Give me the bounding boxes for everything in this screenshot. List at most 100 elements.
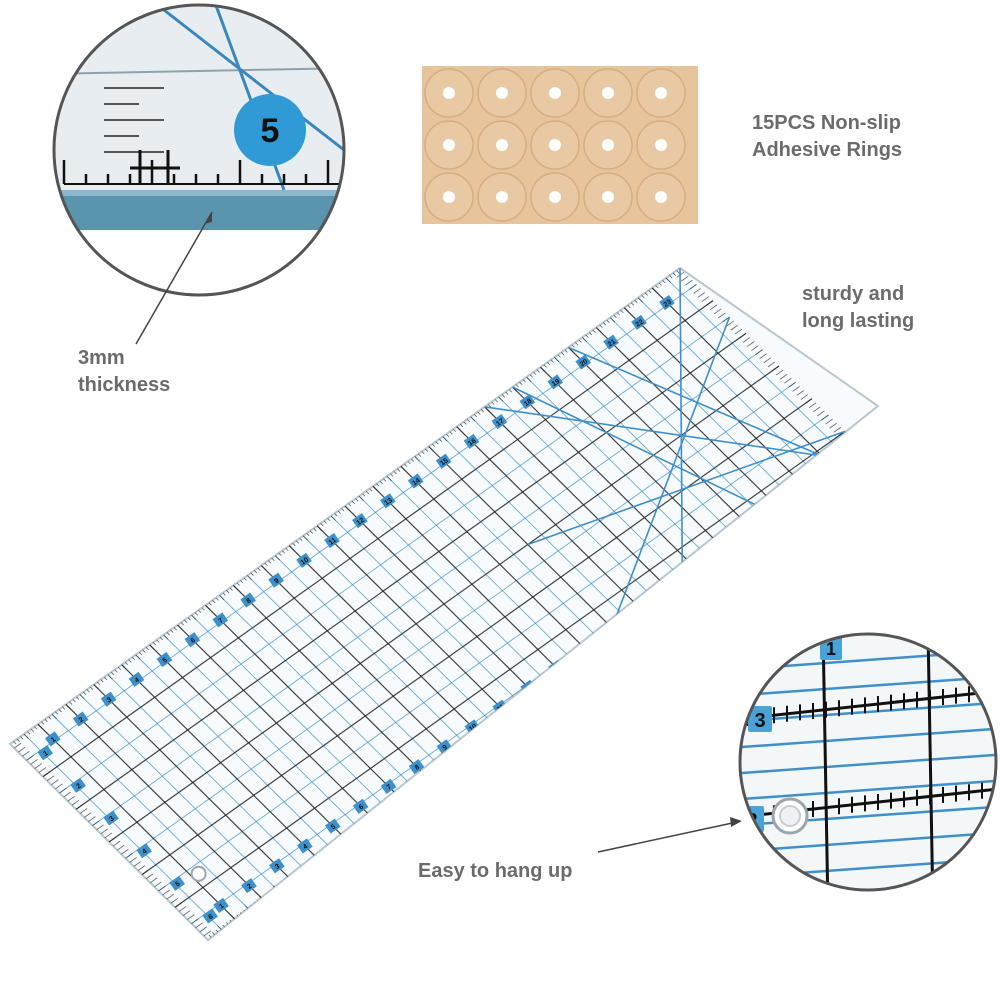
- adhesive-ring: [530, 172, 580, 222]
- adhesive-ring: [583, 120, 633, 170]
- ruler-number: 9: [442, 744, 449, 752]
- ruler-number: 2: [246, 883, 253, 891]
- adhesive-ring: [424, 120, 474, 170]
- adhesive-ring: [477, 68, 527, 118]
- ruler-number: 7: [386, 784, 393, 792]
- ruler-number-tag: 20: [575, 354, 591, 370]
- ruler-number: 5: [162, 657, 169, 665]
- ruler-number-tag: 23: [827, 461, 844, 477]
- ruler-number: 4: [134, 677, 141, 685]
- ruler-number: 14: [411, 477, 421, 487]
- ruler-number-tag: 11: [324, 532, 340, 549]
- ruler-number-tag: 18: [687, 560, 704, 576]
- zoom-circle-border: [738, 632, 998, 892]
- ruler-number-tag: 7: [380, 778, 397, 795]
- thickness-caption: 3mm thickness: [78, 347, 171, 396]
- ruler-number-tag: 8: [240, 592, 256, 608]
- ruler-number: 15: [439, 457, 449, 467]
- ruler-number-tag: 20: [743, 521, 760, 537]
- adhesive-ring: [636, 68, 686, 118]
- ruler-number-tag: 23: [659, 294, 675, 311]
- ruler-number: 18: [691, 564, 701, 574]
- ruler-number: 20: [579, 358, 589, 368]
- ruler-short-number-tag: 1: [37, 745, 53, 761]
- ruler-number: 10: [300, 556, 310, 566]
- ruler-number-tag: 16: [463, 433, 480, 449]
- adhesive-ring: [477, 120, 527, 170]
- ruler-number: 4: [302, 843, 309, 851]
- ruler-number: 17: [663, 584, 673, 594]
- ruler-number: 23: [663, 299, 673, 309]
- adhesive-ring: [636, 172, 686, 222]
- adhesive-rings-sheet: [422, 66, 698, 224]
- ruler-short-number-tag: 2: [70, 777, 86, 793]
- ruler-number: 16: [635, 604, 645, 614]
- ruler-number-tag: 13: [379, 493, 396, 509]
- ruler-number-tag: 19: [715, 540, 732, 557]
- adhesive-ring: [424, 68, 474, 118]
- ruler-short-number-tag: 5: [169, 875, 185, 891]
- ruler-number: 15: [608, 624, 618, 634]
- ruler-number-tag: 22: [631, 314, 647, 330]
- ruler-number: 19: [719, 545, 729, 555]
- ruler-number: 6: [190, 637, 197, 645]
- ruler-number-tag: 8: [408, 759, 425, 775]
- adhesive-ring: [583, 172, 633, 222]
- angle-line: [598, 316, 731, 663]
- ruler-short-number-tag: 6: [202, 908, 218, 924]
- ruler-number-tag: 9: [268, 572, 284, 588]
- ruler-number-tag: 12: [352, 513, 368, 529]
- ruler-number-tag: 17: [491, 413, 508, 430]
- ruler-short-number-tag: 3: [103, 810, 119, 826]
- blue-number-badge: [234, 94, 306, 166]
- ruler-number: 2: [75, 783, 82, 791]
- ruler-number: 13: [383, 497, 393, 507]
- adhesive-ring: [583, 68, 633, 118]
- ruler-number-tag: 6: [184, 632, 201, 648]
- ruler-number: 20: [747, 525, 757, 535]
- zoom-badge-number: 5: [261, 112, 280, 150]
- ruler-number: 6: [207, 913, 214, 921]
- sturdy-caption: sturdy and long lasting: [802, 283, 915, 332]
- ruler-number: 7: [218, 617, 225, 625]
- ruler-number: 6: [358, 803, 365, 811]
- ruler-number: 9: [273, 577, 280, 585]
- ruler-number-tag: 5: [324, 818, 341, 834]
- angle-line: [679, 268, 684, 603]
- angle-line: [568, 346, 865, 475]
- ruler-number: 3: [274, 863, 281, 871]
- ruler-number: 23: [831, 465, 841, 475]
- zoom-number-3: 3: [754, 710, 765, 732]
- ruler-number: 5: [330, 823, 337, 831]
- ruler-number-tag: 4: [297, 838, 313, 854]
- ruler-number-tag: 2: [72, 711, 89, 727]
- adhesive-ring: [477, 172, 527, 222]
- zoom-number-1: 1: [826, 639, 836, 659]
- ruler-number-tag: 2: [241, 878, 257, 894]
- ruler-number: 22: [803, 485, 813, 495]
- number-tag-3: [748, 706, 772, 732]
- ruler-number: 3: [106, 696, 113, 704]
- ruler-number-tag: 6: [352, 798, 369, 814]
- ruler-number-tag: 9: [436, 739, 453, 755]
- adhesive-rings-caption: 15PCS Non-slip Adhesive Rings: [752, 112, 903, 161]
- adhesive-ring: [636, 120, 686, 170]
- ruler-number: 1: [42, 750, 49, 758]
- ruler-number: 16: [467, 437, 477, 447]
- ruler-number-tag: 15: [435, 453, 452, 469]
- ruler-short-number-tag: 4: [136, 843, 152, 859]
- ruler-number: 12: [356, 517, 366, 527]
- hang-caption: Easy to hang up: [418, 860, 573, 882]
- adhesive-ring: [424, 172, 474, 222]
- ruler-number: 19: [551, 378, 561, 388]
- adhesive-ring: [530, 120, 580, 170]
- ruler-number: 14: [580, 644, 590, 654]
- ruler-number: 1: [50, 736, 57, 744]
- ruler-number: 8: [414, 764, 421, 772]
- ruler-number-tag: 16: [632, 600, 648, 616]
- ruler-number-tag: 19: [547, 374, 564, 390]
- ruler-number-tag: 10: [464, 719, 481, 735]
- ruler-number: 10: [468, 723, 478, 733]
- ruler-number: 21: [775, 505, 785, 515]
